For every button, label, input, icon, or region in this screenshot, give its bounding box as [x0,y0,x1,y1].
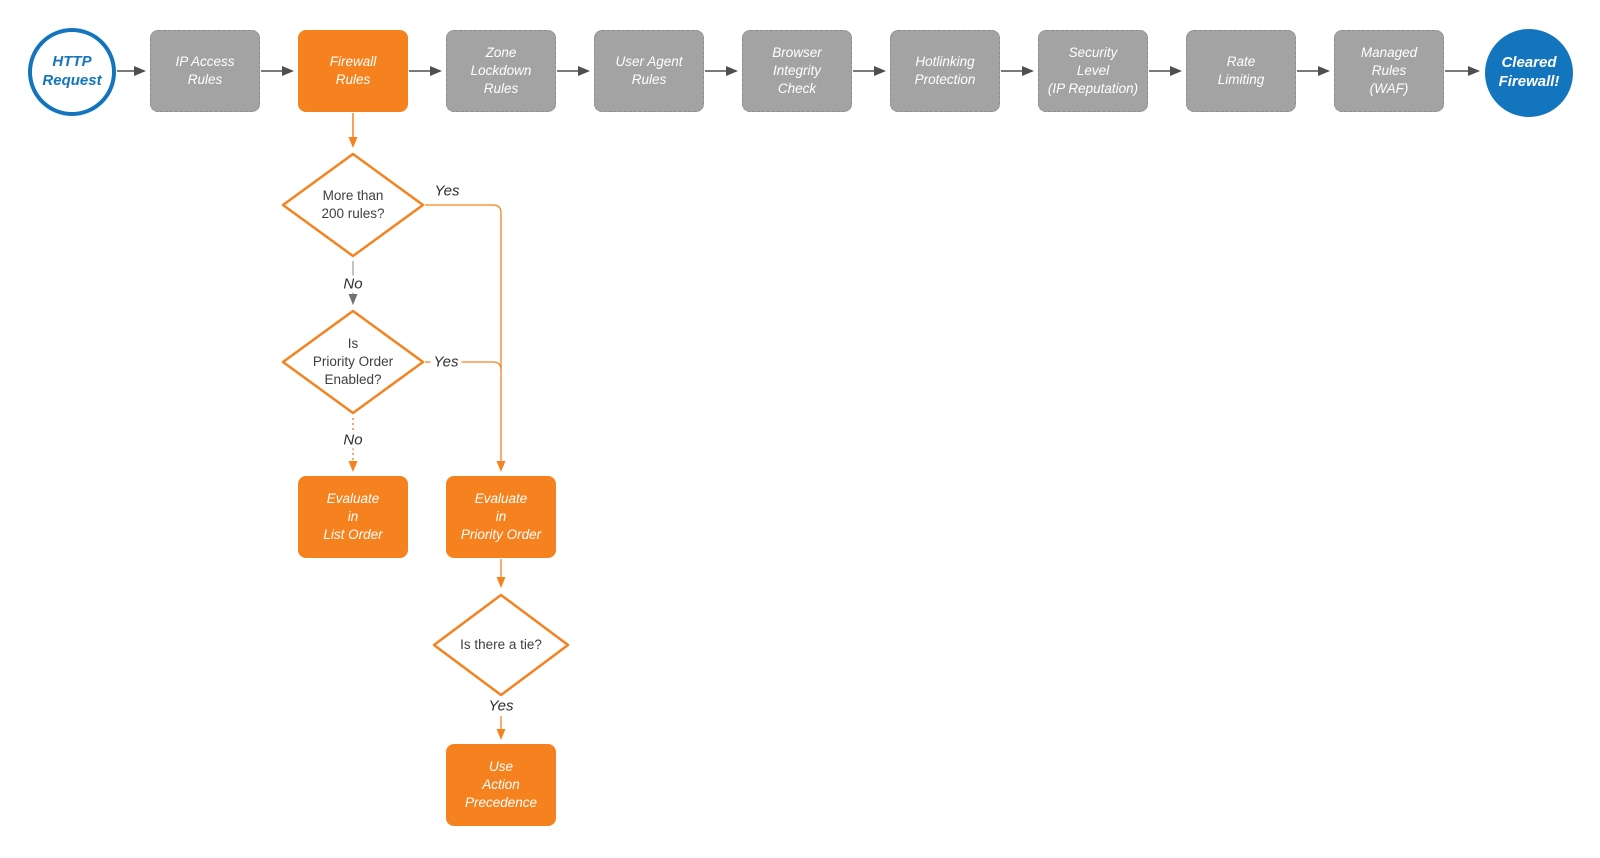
decision-priority-order-enabled: Is Priority Order Enabled? [281,309,425,415]
stage-firewall-rules: Firewall Rules [298,30,408,112]
action-label: Use Action Precedence [464,758,538,811]
stage-rate-limiting: Rate Limiting [1186,30,1296,112]
start-node-label: HTTP Request [42,53,102,89]
decision-label: Is Priority Order Enabled? [312,335,394,388]
stage-ip-access-rules: IP Access Rules [150,30,260,112]
end-node-label: Cleared Firewall! [1498,54,1560,90]
stage-label: IP Access Rules [175,54,235,87]
edge-label-yes-2: Yes [430,353,462,371]
action-label: Evaluate in Priority Order [460,490,542,543]
edge-label-yes-3: Yes [485,697,517,715]
decision-label: Is there a tie? [460,636,542,652]
decision-label: More than 200 rules? [321,187,385,221]
stage-hotlinking-protection: Hotlinking Protection [890,30,1000,112]
stage-label: Firewall Rules [329,54,377,87]
arrow-yes-rules-count-to-evaluate-priority [425,204,506,472]
stage-label: Browser Integrity Check [772,45,822,96]
diamond-shape [281,309,425,415]
stage-browser-integrity-check: Browser Integrity Check [742,30,852,112]
stage-zone-lockdown-rules: Zone Lockdown Rules [446,30,556,112]
stage-label: Zone Lockdown Rules [470,45,532,96]
start-node-http-request: HTTP Request [28,28,116,116]
action-label: Evaluate in List Order [323,490,383,543]
action-evaluate-list-order: Evaluate in List Order [298,476,408,558]
stage-label: Security Level (IP Reputation) [1047,45,1139,96]
stage-label: User Agent Rules [615,54,683,87]
diamond-shape [281,152,425,258]
arrow-yes-priority-decision-merge [425,361,502,371]
decision-more-than-200-rules: More than 200 rules? [281,152,425,258]
action-use-action-precedence: Use Action Precedence [446,744,556,826]
stage-label: Rate Limiting [1217,54,1265,87]
edge-label-no-2: No [340,431,366,449]
stage-user-agent-rules: User Agent Rules [594,30,704,112]
stage-label: Managed Rules (WAF) [1360,45,1418,96]
diamond-shape [432,593,570,697]
end-node-cleared-firewall: Cleared Firewall! [1485,29,1573,117]
stage-security-level: Security Level (IP Reputation) [1038,30,1148,112]
stage-label: Hotlinking Protection [914,54,976,87]
stage-managed-rules-waf: Managed Rules (WAF) [1334,30,1444,112]
edge-label-yes-1: Yes [431,182,463,200]
action-evaluate-priority-order: Evaluate in Priority Order [446,476,556,558]
edge-label-no-1: No [340,275,366,293]
decision-is-there-a-tie: Is there a tie? [432,593,570,697]
